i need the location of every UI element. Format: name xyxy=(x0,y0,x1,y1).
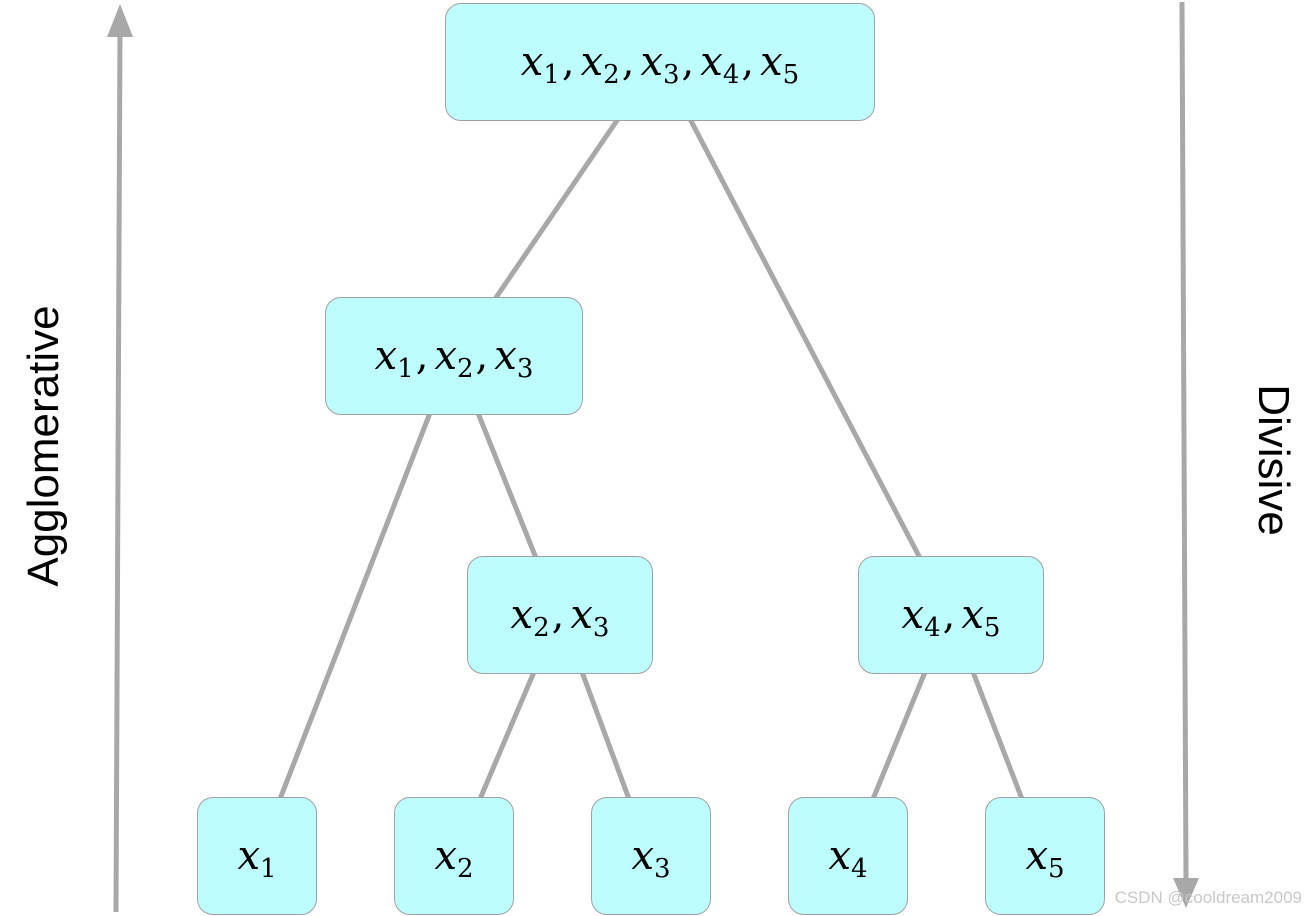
node-term: x2 xyxy=(510,592,550,643)
divisive-arrowhead xyxy=(1173,878,1199,908)
node-term: x2 xyxy=(580,39,620,90)
edge-c123-c23 xyxy=(475,412,539,559)
node-term: x4 xyxy=(828,833,868,884)
node-term: x3 xyxy=(631,833,671,884)
edge-c123-l1 xyxy=(277,412,433,800)
node-term: x5 xyxy=(1025,833,1065,884)
cluster-node-l1: x1 xyxy=(197,797,317,915)
cluster-node-c23: x2,x3 xyxy=(467,556,653,674)
node-term: x1 xyxy=(520,39,560,90)
node-term: x2 xyxy=(434,833,474,884)
edge-c23-l2 xyxy=(477,671,537,800)
node-term: x5 xyxy=(961,592,1001,643)
edge-c23-l3 xyxy=(579,671,632,800)
edge-c45-l5 xyxy=(970,671,1025,800)
cluster-node-l4: x4 xyxy=(788,797,908,915)
cluster-node-l5: x5 xyxy=(985,797,1105,915)
node-term: x4 xyxy=(901,592,941,643)
cluster-node-l2: x2 xyxy=(394,797,514,915)
edge-c45-l4 xyxy=(870,671,928,800)
divisive-label: Divisive xyxy=(1249,384,1298,536)
node-term: x3 xyxy=(494,333,534,384)
agglomerative-label: Agglomerative xyxy=(19,305,68,587)
agglomerative-arrow-shaft xyxy=(113,29,123,913)
cluster-node-c123: x1,x2,x3 xyxy=(325,297,583,415)
node-term: x2 xyxy=(434,333,474,384)
cluster-node-c45: x4,x5 xyxy=(858,556,1044,674)
cluster-node-l3: x3 xyxy=(591,797,711,915)
agglomerative-arrowhead xyxy=(107,4,133,37)
watermark: CSDN @cooldream2009 xyxy=(1114,888,1302,907)
node-term: x1 xyxy=(237,833,277,884)
node-term: x1 xyxy=(374,333,414,384)
edge-root-c123 xyxy=(492,117,621,301)
edge-layer xyxy=(277,117,1025,800)
node-term: x3 xyxy=(570,592,610,643)
cluster-node-root: x1,x2,x3,x4,x5 xyxy=(445,3,875,121)
node-term: x3 xyxy=(640,39,680,90)
node-term: x5 xyxy=(760,39,800,90)
divisive-arrow-shaft xyxy=(1179,1,1189,883)
node-term: x4 xyxy=(700,39,740,90)
edge-root-c45 xyxy=(687,117,923,560)
